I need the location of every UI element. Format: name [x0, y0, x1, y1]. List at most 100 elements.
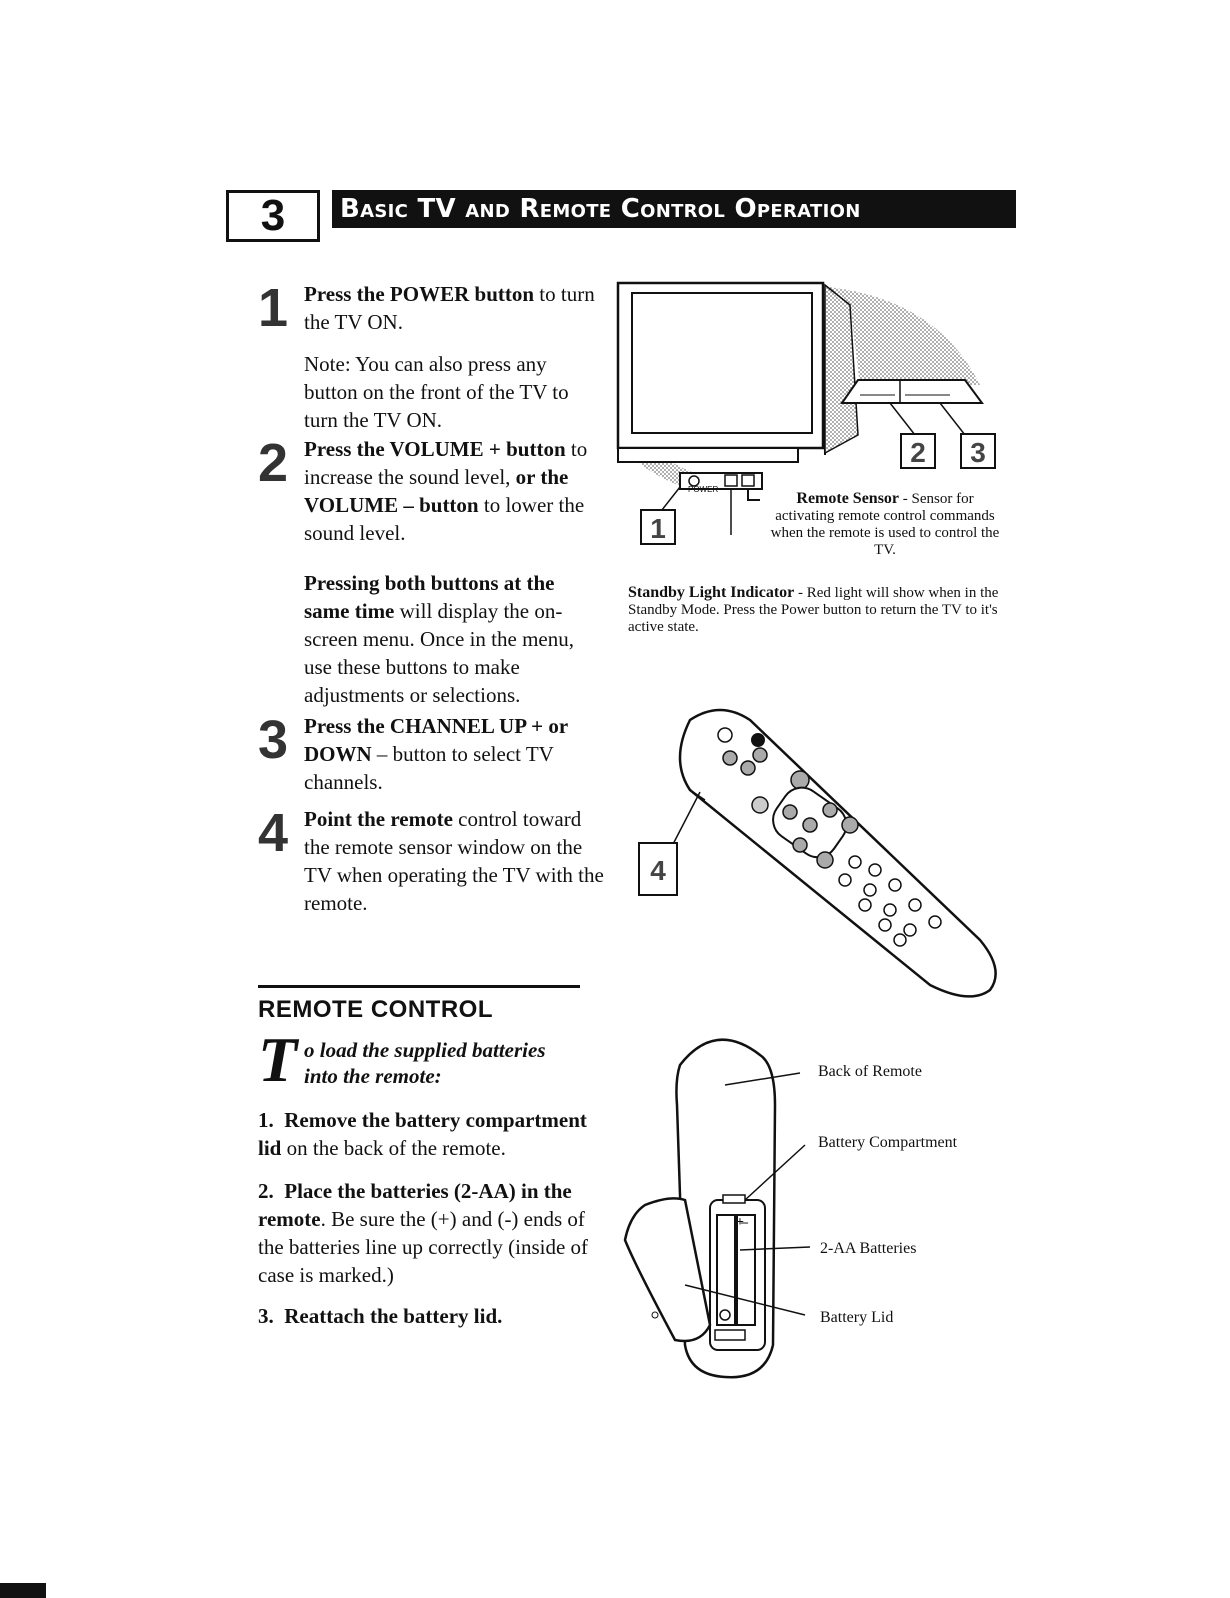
battery-left	[716, 1214, 736, 1326]
step-4-bold: Point the remote	[304, 807, 453, 831]
standby-description: Standby Light Indicator - Red light will…	[628, 584, 1008, 636]
remote-button	[841, 816, 859, 834]
label-battery-lid: Battery Lid	[820, 1309, 894, 1326]
standby-light	[724, 474, 738, 487]
number-button	[883, 903, 897, 917]
tv-side-panel	[824, 283, 859, 455]
remote-button	[790, 770, 810, 790]
remote-button	[722, 750, 738, 766]
number-button	[893, 933, 907, 947]
callout-line-4	[669, 791, 701, 851]
callout-3: 3	[960, 433, 996, 469]
remote-button	[717, 727, 733, 743]
callout-2: 2	[900, 433, 936, 469]
number-button	[838, 873, 852, 887]
step-3-number: 3	[258, 710, 289, 770]
number-button	[903, 923, 917, 937]
step-2-body: Press the VOLUME + button to increase th…	[304, 435, 604, 723]
instruction-2-number: 2.	[258, 1179, 274, 1203]
pointer-batteries	[739, 1246, 811, 1251]
battery-latch	[714, 1329, 746, 1341]
instruction-3: 3. Reattach the battery lid.	[258, 1302, 598, 1330]
step-2-text-1: to increase the sound level,	[304, 437, 588, 489]
tv-illustration	[616, 281, 984, 535]
dpad-button	[822, 802, 838, 818]
section-rule	[258, 985, 580, 988]
battery-lid-shape	[623, 1197, 712, 1343]
instruction-2-text: . Be sure the (+) and (-) ends of the ba…	[258, 1207, 589, 1287]
step-1-note: Note: You can also press any button on t…	[304, 352, 569, 432]
instruction-2-bold: Place the batteries (2-AA) in the remote	[258, 1179, 572, 1231]
battery-right	[736, 1214, 756, 1326]
drop-cap: T	[258, 1024, 298, 1095]
remote-edge	[689, 789, 706, 801]
remote-control-heading: REMOTE CONTROL	[258, 996, 493, 1023]
step-1-bold: Press the POWER button	[304, 282, 535, 306]
pointer-back-of-remote	[724, 1072, 801, 1086]
remote-button	[752, 747, 768, 763]
number-button	[878, 918, 892, 932]
step-1-body: Press the POWER button to turn the TV ON…	[304, 280, 604, 448]
remote-button	[740, 760, 756, 776]
instruction-1-number: 1.	[258, 1108, 274, 1132]
number-button	[908, 898, 922, 912]
step-2-bold-2: or the VOLUME – button	[304, 465, 569, 517]
instruction-1-text: on the back of the remote.	[281, 1136, 506, 1160]
remote-sensor-description: Remote Sensor - Sensor for activating re…	[765, 490, 1005, 559]
footer-mark	[0, 1583, 46, 1598]
standby-text: - Red light will show when in the Standb…	[628, 585, 999, 635]
step-4-text: control toward the remote sensor window …	[304, 807, 604, 915]
remote-body	[678, 708, 997, 998]
step-4-number: 4	[258, 803, 289, 863]
minus-sign: –	[741, 1215, 748, 1230]
tv-bottom-bezel	[617, 447, 799, 463]
remote-sensor-window	[741, 474, 755, 487]
number-button	[848, 855, 862, 869]
section-header: 3 Basic TV and Remote Control Operation	[226, 190, 1026, 248]
label-back-of-remote: Back of Remote	[818, 1063, 922, 1080]
battery-illustration	[623, 1038, 811, 1379]
pointer-battery-lid	[684, 1284, 806, 1316]
step-2-bold-1: Press the VOLUME + button	[304, 437, 566, 461]
remote-sensor-title: Remote Sensor	[796, 490, 900, 507]
step-2-text-2: to lower the sound level.	[304, 493, 585, 545]
callout-line-3	[939, 402, 966, 436]
remote-button	[816, 851, 834, 869]
step-3-bold: Press the CHANNEL UP + or DOWN	[304, 714, 568, 766]
step-3-body: Press the CHANNEL UP + or DOWN – button …	[304, 712, 604, 810]
dpad-button	[802, 817, 818, 833]
number-button	[888, 878, 902, 892]
number-button	[868, 863, 882, 877]
remote-illustration	[669, 708, 997, 998]
dpad-button	[792, 837, 808, 853]
section-number: 3	[226, 190, 320, 242]
dpad-button	[782, 804, 798, 820]
number-button	[863, 883, 877, 897]
battery-screw	[719, 1309, 731, 1321]
instruction-3-bold: Reattach the battery lid.	[284, 1304, 503, 1328]
callout-line-2	[889, 402, 916, 436]
tv-screen	[631, 292, 813, 434]
step-3-text: – button to select TV channels.	[304, 742, 554, 794]
step-2-extra-bold: Pressing both buttons at the same time	[304, 571, 555, 623]
instruction-1: 1. Remove the battery compartment lid on…	[258, 1106, 598, 1162]
battery-notch	[722, 1194, 746, 1204]
plus-sign: +	[736, 1215, 744, 1230]
front-control-panel	[840, 379, 984, 404]
callout-4: 4	[638, 842, 678, 896]
tv-panel-shading	[790, 285, 980, 385]
label-battery-compartment: Battery Compartment	[818, 1134, 958, 1151]
label-batteries: 2-AA Batteries	[820, 1240, 917, 1257]
lid-hole	[651, 1311, 659, 1319]
callout-1: 1	[640, 509, 676, 545]
number-button	[928, 915, 942, 929]
power-label: POWER	[688, 485, 719, 494]
step-1-text: to turn the TV ON.	[304, 282, 595, 334]
power-button-icon	[688, 475, 700, 487]
section-title: Basic TV and Remote Control Operation	[332, 190, 1016, 228]
step-4-body: Point the remote control toward the remo…	[304, 805, 604, 931]
step-1-number: 1	[258, 278, 289, 338]
pointer-battery-compartment	[744, 1144, 806, 1201]
number-button	[858, 898, 872, 912]
sensor-pointer	[747, 489, 760, 501]
